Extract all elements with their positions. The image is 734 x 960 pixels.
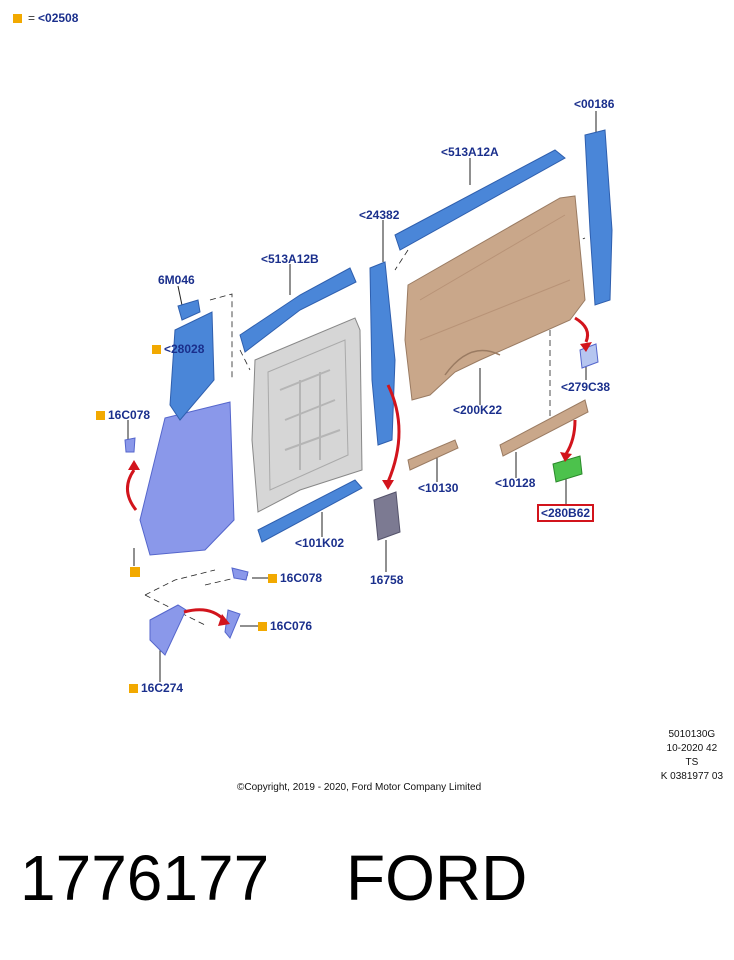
meta-line: 5010130G: [668, 729, 716, 740]
legend-key: =<02508: [13, 11, 78, 25]
legend-equals: =: [28, 11, 36, 25]
rocker-strips: [407, 399, 589, 471]
callout-279C38[interactable]: <279C38: [561, 380, 610, 394]
rear-quarter-panel: [404, 195, 586, 401]
callout-101K02[interactable]: <101K02: [295, 536, 344, 550]
callout-label: 16C078: [280, 571, 323, 585]
part-number: 1776177: [20, 842, 270, 914]
front-body-frame: [124, 311, 249, 656]
callout-28028[interactable]: <28028: [152, 342, 204, 356]
meta-line: 10-2020 42: [666, 743, 718, 754]
callout-513A12B[interactable]: <513A12B: [261, 252, 319, 266]
legend-marker-icon: [13, 14, 22, 23]
callout-00186[interactable]: <00186: [574, 97, 614, 111]
brand-name: FORD: [346, 842, 528, 914]
callout-label: <279C38: [561, 380, 611, 394]
meta-line: TS: [685, 757, 699, 768]
callout-label: <10128: [495, 476, 536, 490]
callout-label: <00186: [574, 97, 615, 111]
callout-label: 16C274: [141, 681, 184, 695]
callout-label: 16758: [370, 573, 404, 587]
callout-label: <10130: [418, 481, 459, 495]
copyright-notice: ©Copyright, 2019 - 2020, Ford Motor Comp…: [237, 782, 482, 793]
callout-16758[interactable]: 16758: [370, 573, 403, 587]
marker-icon: [258, 622, 267, 631]
callout-280B62-highlighted[interactable]: <280B62: [537, 504, 595, 522]
movement-arrows: [126, 316, 590, 622]
legend-code: <02508: [38, 11, 79, 25]
sliding-door-panel: [251, 317, 363, 513]
marker-icon: [268, 574, 277, 583]
marker-icon: [96, 411, 105, 420]
callout-16C078-bottom[interactable]: 16C078: [268, 571, 322, 585]
arrow-heads: [128, 342, 592, 626]
marker-squares: [130, 567, 140, 577]
callout-16C274[interactable]: 16C274: [129, 681, 183, 695]
callout-16C076[interactable]: 16C076: [258, 619, 312, 633]
callout-10128[interactable]: <10128: [495, 476, 535, 490]
callout-label: 16C076: [270, 619, 313, 633]
illustration-metadata: 5010130G 10-2020 42 TS K 0381977 03: [661, 728, 723, 784]
roof-rails: [177, 149, 566, 353]
rear-pillar: [584, 129, 613, 306]
callout-10130[interactable]: <10130: [418, 481, 458, 495]
callout-label: <28028: [164, 342, 205, 356]
callout-label: 16C078: [108, 408, 151, 422]
callout-label: <24382: [359, 208, 400, 222]
callout-513A12A[interactable]: <513A12A: [441, 145, 499, 159]
callout-200K22[interactable]: <200K22: [453, 403, 502, 417]
marker-icon: [129, 684, 138, 693]
callout-6M046[interactable]: 6M046: [158, 273, 195, 287]
callout-label: <200K22: [453, 403, 503, 417]
highlighted-part-280B62: [552, 455, 583, 483]
rocker-sill: [257, 479, 363, 543]
b-pillar: [369, 261, 396, 446]
foam-block-16758: [373, 491, 401, 541]
meta-line: K 0381977 03: [660, 771, 723, 782]
callout-label: 6M046: [158, 273, 195, 287]
marker-icon: [152, 345, 161, 354]
callout-label: <513A12B: [261, 252, 319, 266]
callout-label: <513A12A: [441, 145, 499, 159]
callout-label: <280B62: [541, 506, 591, 520]
callout-24382[interactable]: <24382: [359, 208, 399, 222]
callout-16C078-top[interactable]: 16C078: [96, 408, 150, 422]
callout-label: <101K02: [295, 536, 345, 550]
